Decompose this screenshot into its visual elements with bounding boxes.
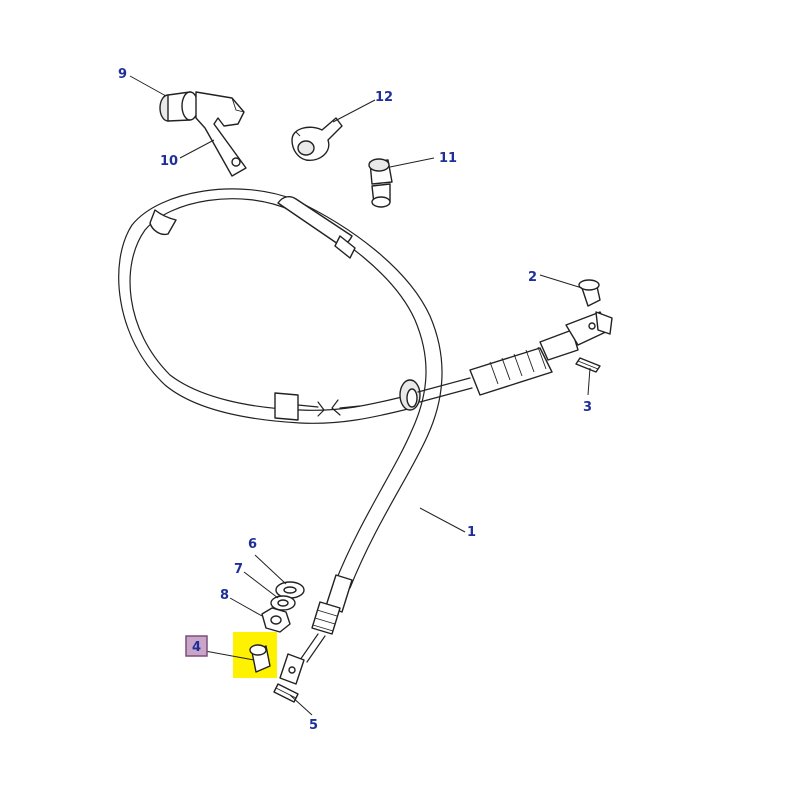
callout-9: 9 [118, 67, 127, 82]
gear-cable-assembly[interactable] [118, 188, 613, 685]
callout-2: 2 [528, 270, 537, 285]
nut-part-8[interactable] [261, 607, 291, 633]
clevis-pin-part-4[interactable] [249, 644, 271, 673]
spring-washer-part-7[interactable] [270, 595, 296, 611]
abutment-bracket-part-10[interactable] [195, 91, 247, 177]
split-pin-part-3[interactable] [575, 357, 601, 373]
clip-part-12[interactable] [291, 117, 343, 161]
callout-4-selected-box [185, 635, 208, 657]
callout-4[interactable]: 4 [192, 640, 201, 655]
callout-7: 7 [234, 562, 243, 577]
bush-part-9[interactable] [159, 91, 199, 122]
leader-lines [129, 75, 591, 716]
clevis-pin-part-2[interactable] [578, 279, 601, 307]
grommet-part-11[interactable] [368, 158, 393, 208]
callout-11: 11 [439, 151, 457, 166]
callout-5: 5 [309, 718, 318, 733]
callout-3: 3 [583, 400, 592, 415]
callout-10: 10 [160, 154, 178, 169]
callout-1: 1 [467, 525, 476, 540]
split-pin-part-5[interactable] [273, 683, 299, 703]
callout-12: 12 [375, 90, 393, 105]
callout-6: 6 [248, 537, 257, 552]
callout-8: 8 [220, 588, 229, 603]
